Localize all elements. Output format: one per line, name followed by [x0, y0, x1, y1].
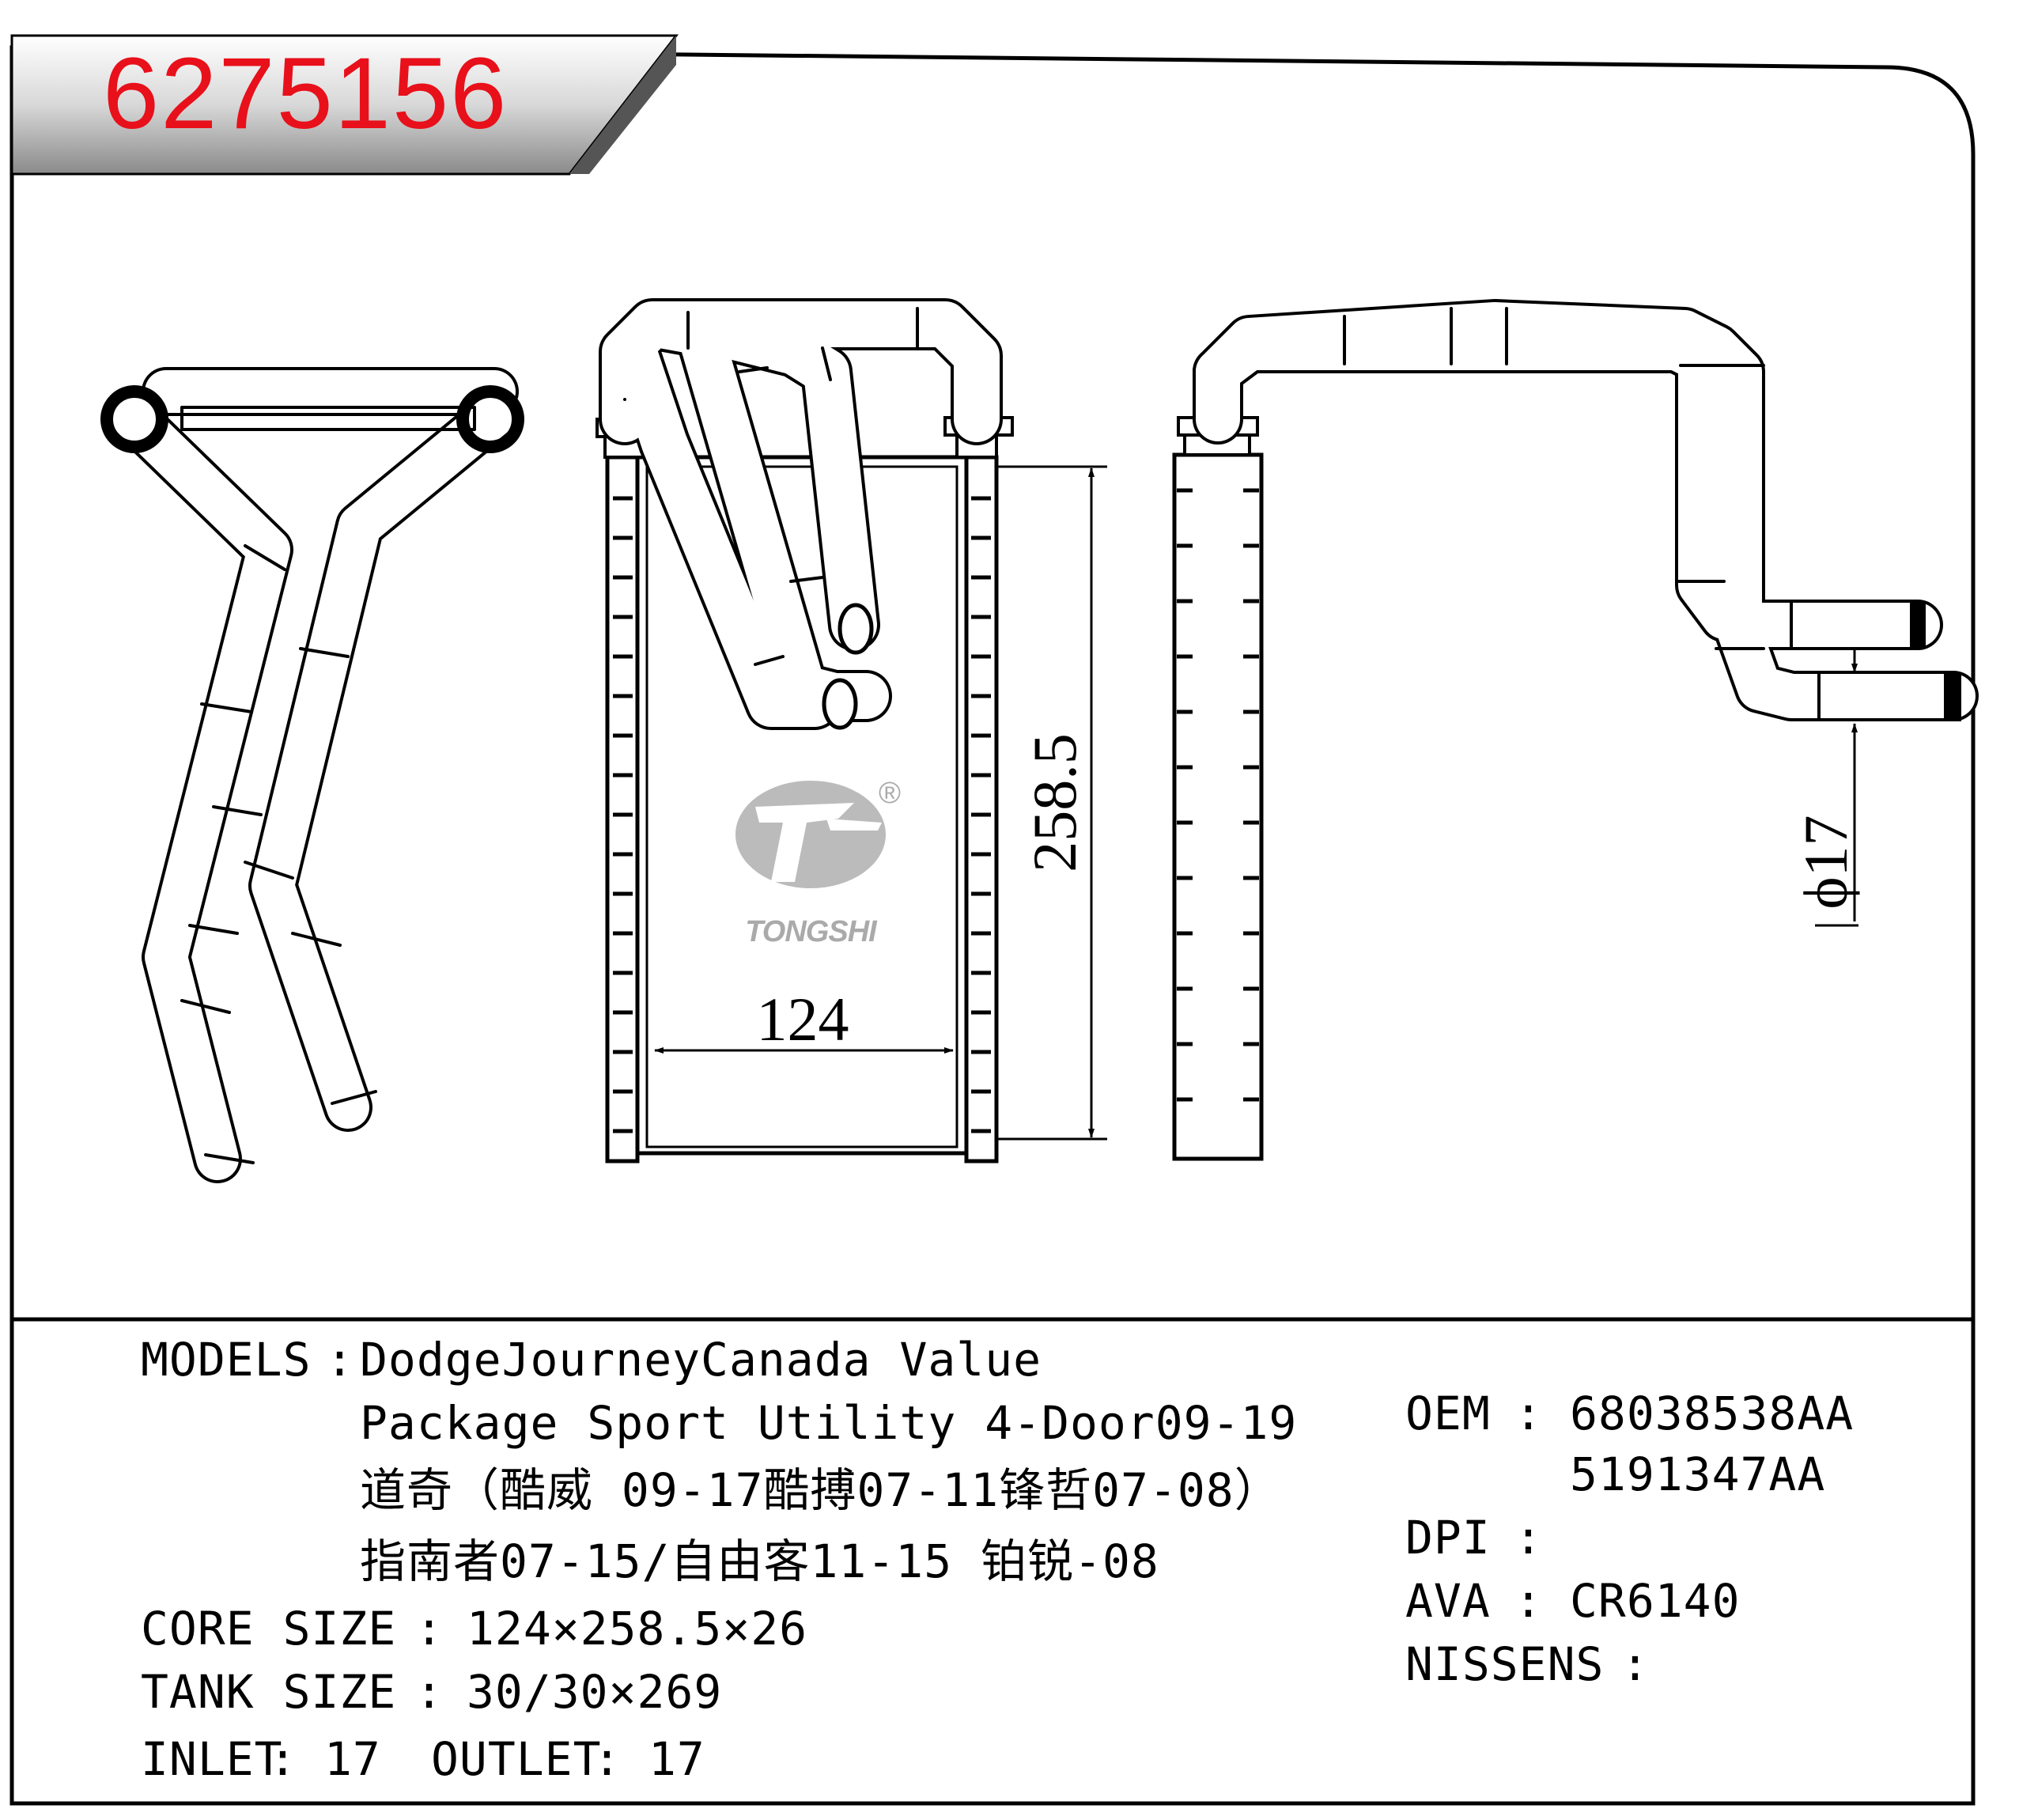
core-size-sep: :: [415, 1602, 444, 1655]
core-height-label: 258.5: [1020, 733, 1089, 872]
inlet-sep: :: [269, 1732, 297, 1786]
dpi-sep: :: [1514, 1511, 1543, 1565]
diameter-marks: [1815, 649, 1858, 927]
ava-value: CR6140: [1570, 1574, 1741, 1628]
models-separator: :: [326, 1333, 354, 1387]
right-view-pipes: [1193, 299, 1979, 721]
header-tab-shadow: [569, 36, 676, 174]
logo-registered-mark: ®: [879, 777, 901, 810]
tank-size-value: 30/30×269: [467, 1665, 723, 1719]
outlet-sep: :: [593, 1732, 622, 1786]
core-size-value: 124×258.5×26: [467, 1602, 808, 1655]
tongshi-logo: [735, 781, 886, 888]
models-line-2: Package Sport Utility 4-Door09-19: [360, 1396, 1298, 1450]
models-label: MODELS: [141, 1333, 312, 1387]
ava-label: AVA: [1405, 1574, 1491, 1628]
tank-size-sep: :: [415, 1665, 444, 1719]
tank-size-label: TANK SIZE: [141, 1665, 397, 1719]
core-size-label: CORE SIZE: [141, 1602, 397, 1655]
frame-border: [9, 45, 1976, 1806]
inlet-label: INLET: [141, 1732, 283, 1786]
models-line-4: 指南者07-15/自由客11-15 铂锐-08: [360, 1534, 1159, 1588]
nissens-sep: :: [1621, 1637, 1650, 1691]
oem-value-1: 68038538AA: [1570, 1387, 1855, 1440]
logo-brand: TONGSHI: [745, 915, 878, 948]
oem-value-2: 5191347AA: [1570, 1447, 1826, 1501]
left-view-pipes: [100, 367, 524, 1183]
oem-label: OEM: [1405, 1387, 1491, 1440]
ava-sep: :: [1514, 1574, 1543, 1628]
pipe-diameter-label: ϕ17: [1791, 815, 1860, 909]
outlet-label: OUTLET: [431, 1732, 602, 1786]
inlet-value: 17: [324, 1732, 381, 1786]
middle-view-pipes: [599, 298, 1003, 730]
dpi-label: DPI: [1405, 1511, 1491, 1565]
models-line-1: DodgeJourneyCanada Value: [360, 1333, 1042, 1387]
models-line-3: 道奇（酷威 09-17酷搏07-11锋哲07-08）: [360, 1463, 1281, 1517]
dimension-marks: [654, 465, 1107, 1141]
outlet-value: 17: [648, 1732, 705, 1786]
right-view-side: [1172, 416, 1264, 1161]
oem-sep: :: [1514, 1387, 1543, 1440]
nissens-label: NISSENS: [1405, 1637, 1605, 1691]
part-number: 6275156: [103, 37, 509, 150]
core-width-label: 124: [757, 985, 849, 1054]
